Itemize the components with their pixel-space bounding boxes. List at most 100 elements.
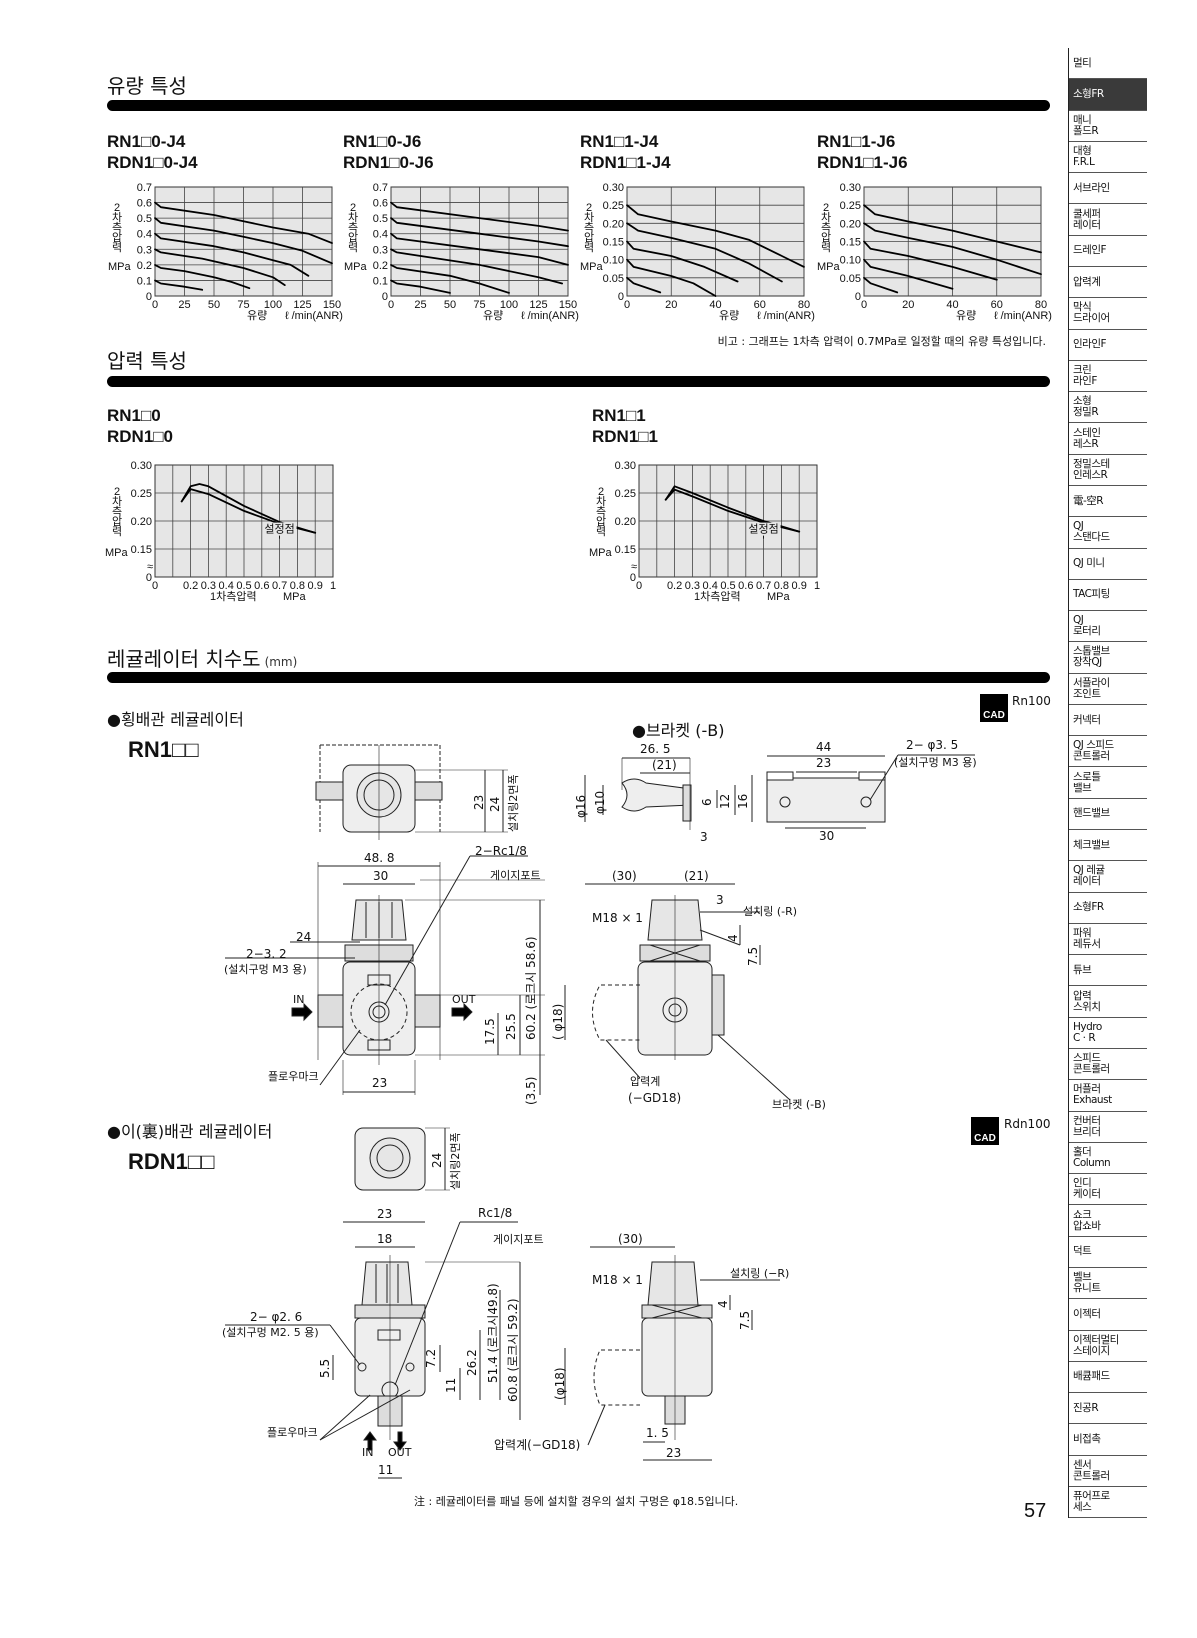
y-axis-label-char: 력	[596, 525, 606, 538]
sidebar-item[interactable]: 쇼크 압쇼바	[1069, 1205, 1147, 1237]
dim-label: 44	[816, 740, 832, 754]
sidebar-item[interactable]: 진공R	[1069, 1393, 1147, 1425]
sidebar-item[interactable]: 스로틀 밸브	[1069, 767, 1147, 799]
bracket-callout: 브라켓 (-B)	[772, 1098, 826, 1111]
sidebar-item[interactable]: 배큠패드	[1069, 1362, 1147, 1394]
y-axis-label-char: 측	[112, 505, 122, 518]
sidebar-item[interactable]: 쿨세퍼 레이터	[1069, 204, 1147, 236]
x-axis-unit: ℓ /min(ANR)	[994, 310, 1052, 322]
sidebar-item[interactable]: 멀티	[1069, 48, 1147, 80]
sidebar-item[interactable]: QJ 스탠다드	[1069, 517, 1147, 549]
sidebar-item[interactable]: 홀더 Column	[1069, 1143, 1147, 1175]
y-tick-label: 0.25	[131, 488, 152, 500]
sidebar-item[interactable]: 소형 정밀R	[1069, 392, 1147, 424]
rdn-section-title: ●이(裏)배관 레귤레이터	[107, 1122, 273, 1141]
sidebar-item[interactable]: 서플라이 조인트	[1069, 674, 1147, 705]
sidebar-item[interactable]: 스피드 콘트롤러	[1069, 1049, 1147, 1081]
cad-download-icon[interactable]: CAD	[980, 694, 1008, 722]
flow-characteristics-heading: 유량 특성	[107, 74, 187, 98]
sidebar-item[interactable]: QJ 스피드 콘트롤러	[1069, 736, 1147, 768]
sidebar-item[interactable]: Hydro C · R	[1069, 1018, 1147, 1049]
rdn-cad-code[interactable]: Rdn100	[1004, 1117, 1051, 1131]
annotation-bg	[262, 522, 297, 536]
page-number: 57	[1024, 1500, 1047, 1522]
sidebar-item[interactable]: 막식 드라이어	[1069, 298, 1147, 330]
dim-label: 26.2	[465, 1349, 479, 1376]
sidebar-item[interactable]: 파워 레듀서	[1069, 924, 1147, 956]
sidebar-item[interactable]: 이젝터	[1069, 1299, 1147, 1331]
sidebar-item[interactable]: 스테인 레스R	[1069, 423, 1147, 455]
sidebar-item[interactable]: QJ 레귤 레이터	[1069, 861, 1147, 893]
y-tick-label: 0.20	[131, 516, 152, 528]
heading-bar	[107, 100, 1050, 111]
sidebar-item[interactable]: 드레인F	[1069, 236, 1147, 267]
y-axis-label-char: 력	[584, 241, 594, 254]
dim-label: 게이지포트	[493, 1233, 544, 1246]
dim-label: (설치구멍 M3 용)	[894, 756, 977, 769]
series-line-1	[626, 222, 783, 283]
y-tick-label: 0.15	[603, 237, 624, 249]
sidebar-item[interactable]: 센서 콘트롤러	[1069, 1456, 1147, 1487]
y-tick-label: 0.1	[137, 275, 152, 287]
x-axis-unit: ℓ /min(ANR)	[757, 310, 815, 322]
dim-label: 17.5	[483, 1018, 497, 1045]
cad-label: CAD	[983, 710, 1005, 721]
sidebar-item[interactable]: 퓨어프로 세스	[1069, 1487, 1147, 1519]
sidebar-item[interactable]: 電-空R	[1069, 486, 1147, 518]
chart-title-line: RN1□0-J4	[107, 132, 186, 151]
sidebar-item[interactable]: 이젝터멀티 스테이지	[1069, 1331, 1147, 1362]
x-tick-label: 40	[709, 299, 721, 311]
x-tick-label: 0.3	[685, 580, 700, 592]
sidebar-item[interactable]: 압력 스위치	[1069, 986, 1147, 1018]
dimensions-heading: 레귤레이터 치수도(mm)	[107, 643, 297, 672]
cad-download-icon[interactable]: CAD	[971, 1117, 999, 1145]
sidebar-item[interactable]: 인라인F	[1069, 330, 1147, 361]
x-tick-label: 0.4	[703, 580, 718, 592]
sidebar-item[interactable]: QJ 미니	[1069, 549, 1147, 580]
sidebar-item[interactable]: 소형FR	[1069, 79, 1147, 111]
sidebar-item[interactable]: 소형FR	[1069, 893, 1147, 924]
sidebar-item[interactable]: 서브라인	[1069, 173, 1147, 205]
sidebar-item[interactable]: QJ 로터리	[1069, 611, 1147, 643]
sidebar-item[interactable]: 인디 케이터	[1069, 1174, 1147, 1206]
sidebar-item[interactable]: 벨브 유니트	[1069, 1268, 1147, 1300]
sidebar-item[interactable]: 스톱밸브 장착QJ	[1069, 642, 1147, 674]
dim-label: 24	[488, 796, 502, 812]
y-axis-label-char: 2	[114, 486, 120, 498]
sidebar-item[interactable]: 컨버터 브리더	[1069, 1112, 1147, 1143]
x-tick-label: 125	[529, 299, 547, 311]
sidebar-item[interactable]: 체크밸브	[1069, 830, 1147, 862]
sidebar-item[interactable]: 커넥터	[1069, 705, 1147, 737]
x-tick-label: 1	[330, 580, 336, 592]
dim-label: 24	[296, 930, 312, 944]
sidebar-item[interactable]: TAC피팅	[1069, 580, 1147, 612]
sidebar-item[interactable]: 덕트	[1069, 1237, 1147, 1268]
chart-title-line: RDN1□0	[107, 427, 174, 446]
y-axis-label-char: 압	[112, 515, 122, 528]
sidebar-item[interactable]: 비접촉	[1069, 1424, 1147, 1456]
sidebar-item[interactable]: 매니 폴드R	[1069, 111, 1147, 142]
dim-label: φ10	[593, 790, 607, 814]
dim-label: 4	[726, 934, 740, 942]
y-axis-label-char: 2	[823, 202, 829, 214]
rn-cad-code[interactable]: Rn100	[1012, 694, 1051, 708]
y-axis-label-char: 압	[112, 231, 122, 244]
sidebar-item[interactable]: 크린 라인F	[1069, 361, 1147, 393]
sidebar-item[interactable]: 핸드밸브	[1069, 799, 1147, 831]
y-tick-label: 0.5	[373, 213, 388, 225]
sidebar-item[interactable]: 머플러 Exhaust	[1069, 1080, 1147, 1112]
sidebar-item[interactable]: 압력계	[1069, 267, 1147, 299]
x-tick-label: 40	[946, 299, 958, 311]
sidebar-item[interactable]: 대형 F.R.L	[1069, 142, 1147, 174]
dim-label: 7.2	[424, 1348, 438, 1368]
sidebar-item[interactable]: 튜브	[1069, 955, 1147, 987]
sidebar-item[interactable]: 정밀스테 인레스R	[1069, 455, 1147, 486]
